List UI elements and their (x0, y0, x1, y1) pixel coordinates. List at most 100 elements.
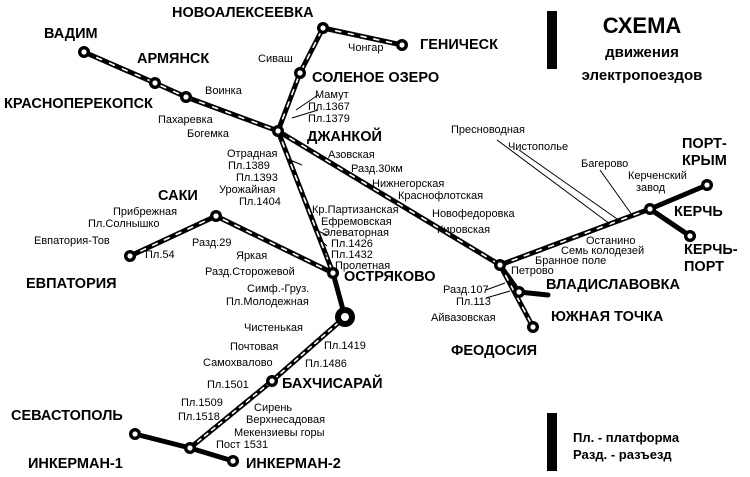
rail-lines (81, 25, 710, 464)
label-pl1509: Пл.1509 (181, 397, 223, 409)
node-simferopol (335, 307, 355, 327)
label-nizhnegorskaya: Нижнегорская (372, 178, 444, 190)
label-bakhchisaray: БАХЧИСАРАЙ (282, 374, 383, 392)
label-chistenkaya: Чистенькая (244, 322, 303, 334)
label-pl1367: Пл.1367 (308, 101, 350, 113)
label-solenoe-ozero: СОЛЕНОЕ ОЗЕРО (312, 70, 439, 86)
label-port-krym-2: КРЫМ (682, 153, 727, 169)
node-kerch (644, 203, 656, 215)
label-pl1379: Пл.1379 (308, 113, 350, 125)
label-verkhnesadovaya: Верхнесадовая (246, 414, 325, 426)
label-pl1518: Пл.1518 (178, 411, 220, 423)
label-pl1389: Пл.1389 (228, 160, 270, 172)
title-block: СХЕМА движения электропоездов (547, 11, 702, 84)
major-labels: ВАДИМ АРМЯНСК КРАСНОПЕРЕКОПСК НОВОАЛЕКСЕ… (4, 5, 738, 472)
label-samokhvalovo: Самохвалово (203, 357, 273, 369)
label-pl1426: Пл.1426 (331, 238, 373, 250)
node-solenoe-ozero (294, 67, 306, 79)
label-inkerman1: ИНКЕРМАН-1 (28, 456, 123, 472)
label-brannoe-pole: Бранное поле (535, 255, 606, 267)
label-krasnoperekopsk: КРАСНОПЕРЕКОПСК (4, 96, 153, 112)
node-novoalekseevka (317, 22, 329, 34)
label-vadim: ВАДИМ (44, 26, 98, 42)
label-pl54: Пл.54 (145, 249, 175, 261)
label-sevastopol: СЕВАСТОПОЛЬ (11, 408, 123, 424)
line-kerch-kerchport (647, 206, 693, 239)
line-kerch-portkrym (647, 182, 710, 212)
label-petrovo: Петрово (511, 265, 554, 277)
node-petrovo (494, 259, 506, 271)
label-razd30: Разд.30км (351, 163, 403, 175)
label-feodosiya: ФЕОДОСИЯ (451, 343, 537, 359)
label-pl113: Пл.113 (456, 296, 491, 308)
node-feodosiya (527, 321, 539, 333)
minor-labels: Воинка Пахаревка Богемка Сиваш Чонгар Ма… (34, 42, 687, 451)
label-siren: Сирень (254, 402, 292, 414)
line-ostryakovo-evpatoriya (127, 213, 336, 276)
label-dzhankoy: ДЖАНКОЙ (307, 127, 382, 145)
node-dzhankoy (272, 125, 284, 137)
node-bakhchisaray (266, 375, 278, 387)
label-simf-gruz: Симф.-Груз. (247, 283, 309, 295)
label-pribrezhnaya: Прибрежная (113, 206, 177, 218)
title-line3: электропоездов (582, 67, 703, 84)
label-krasnoflotskaya: Краснофлотская (398, 190, 483, 202)
label-kerch-port-2: ПОРТ (684, 259, 724, 275)
stop-ticks (289, 94, 633, 299)
label-mamut: Мамут (315, 89, 349, 101)
label-ayvazovskaya: Айвазовская (431, 312, 496, 324)
node-saki (210, 210, 222, 222)
label-pochtovaya: Почтовая (230, 341, 278, 353)
label-kerchenskiy-zavod-2: завод (636, 182, 666, 194)
label-pl1486: Пл.1486 (305, 358, 347, 370)
label-inkerman2: ИНКЕРМАН-2 (246, 456, 341, 472)
label-saki: САКИ (158, 188, 198, 204)
node-kerch-port (684, 230, 696, 242)
label-vladislavovka: ВЛАДИСЛАВОВКА (546, 277, 681, 293)
label-evpatoriya-tov: Евпатория-Тов (34, 235, 110, 247)
label-yuzhnaya-tochka: ЮЖНАЯ ТОЧКА (551, 309, 664, 325)
label-kerchenskiy-zavod-1: Керченский (628, 170, 687, 182)
label-chistopolye: Чистополье (508, 141, 568, 153)
label-pl-molodezhnaya: Пл.Молодежная (226, 296, 309, 308)
label-bagerovo: Багерово (581, 158, 628, 170)
label-razd29: Разд.29 (192, 237, 231, 249)
label-efremovskaya: Ефремовская (321, 216, 392, 228)
label-novofedorovka: Новофедоровка (432, 208, 515, 220)
label-sivash: Сиваш (258, 53, 293, 65)
label-kirovskaya: Кировская (437, 224, 490, 236)
station-nodes (78, 22, 713, 467)
node-krasnoperekopsk (180, 91, 192, 103)
label-ostanino: Останино (586, 235, 636, 247)
legend-razd: Разд. - разъезд (573, 447, 672, 462)
label-kr-partizanskaya: Кр.Партизанская (312, 204, 399, 216)
line-vadim-dzhankoy (81, 49, 281, 134)
label-pl1404: Пл.1404 (239, 196, 281, 208)
node-inkerman1 (184, 442, 196, 454)
node-port-krym (701, 179, 713, 191)
title-line2: движения (605, 44, 679, 61)
node-armyansk (149, 77, 161, 89)
label-otradnaya: Отрадная (227, 148, 277, 160)
title-line1: СХЕМА (603, 13, 682, 38)
label-port-krym-1: ПОРТ- (682, 136, 727, 152)
label-urozhaynaya: Урожайная (219, 184, 275, 196)
label-genichesk: ГЕНИЧЕСК (420, 37, 498, 53)
label-razd107: Разд.107 (443, 284, 489, 296)
label-pl1501: Пл.1501 (207, 379, 249, 391)
node-evpatoriya (124, 250, 136, 262)
label-presnovodnaya: Пресноводная (451, 124, 525, 136)
label-azovskaya: Азовская (328, 149, 375, 161)
label-yarkaya: Яркая (236, 250, 267, 262)
label-pl-solnyshko: Пл.Солнышко (88, 218, 159, 230)
label-post1531: Пост 1531 (216, 439, 268, 451)
label-razd-storozhevoy: Разд.Сторожевой (205, 266, 295, 278)
label-evpatoriya: ЕВПАТОРИЯ (26, 276, 117, 292)
label-pl1393: Пл.1393 (236, 172, 278, 184)
legend-block: Пл. - платформа Разд. - разъезд (547, 413, 680, 471)
label-chongar: Чонгар (348, 42, 384, 54)
label-kerch: КЕРЧЬ (674, 204, 723, 220)
label-novoalekseevka: НОВОАЛЕКСЕЕВКА (172, 5, 314, 21)
